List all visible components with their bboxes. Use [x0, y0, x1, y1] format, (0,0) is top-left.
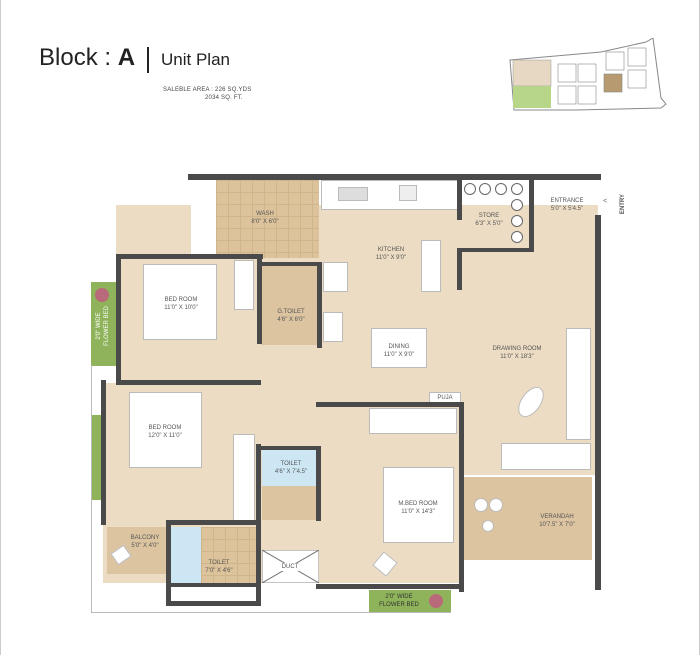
sofa-icon	[501, 443, 591, 470]
wall	[257, 254, 262, 344]
wall	[166, 520, 261, 525]
toilet1-shower	[262, 450, 319, 486]
wardrobe	[233, 434, 255, 524]
guest-toilet	[261, 265, 319, 345]
bed-icon	[143, 264, 217, 340]
toilet2-floor	[201, 527, 257, 583]
storage-jar-icon	[511, 215, 523, 227]
boundary-line	[91, 612, 451, 613]
entry-label: ENTRY	[620, 193, 626, 215]
wall	[116, 254, 263, 259]
storage-jar-icon	[511, 231, 523, 243]
bathtub-icon	[171, 527, 201, 583]
storage-jar-icon	[479, 183, 491, 195]
wash-area	[216, 180, 319, 258]
wall	[316, 402, 463, 407]
wall	[595, 215, 601, 590]
entry-arrow-icon: <	[602, 198, 608, 205]
table-icon	[482, 520, 494, 532]
kitchen-side-counter	[421, 240, 441, 292]
wardrobe	[369, 408, 457, 434]
wall	[457, 248, 534, 252]
area-sq-yds: 226	[215, 87, 226, 93]
bed-icon	[383, 467, 454, 543]
wall	[457, 248, 462, 290]
block-label: Block :	[39, 44, 118, 71]
plant-icon	[429, 594, 443, 608]
wall	[529, 180, 534, 250]
wall	[101, 380, 106, 525]
verandah-area	[464, 477, 592, 560]
wall	[166, 520, 171, 606]
chair-icon	[489, 498, 503, 512]
block-name: A	[117, 44, 136, 71]
boundary-line	[91, 365, 92, 613]
fridge	[323, 262, 348, 292]
wall	[316, 584, 463, 589]
storage-jar-icon	[511, 199, 523, 211]
duct-label: DUCT	[281, 563, 299, 571]
wall	[459, 402, 464, 592]
unit-sq-ft: SQ. FT.	[221, 95, 243, 101]
wall	[317, 262, 322, 348]
puja-label: PUJA	[437, 395, 453, 401]
title-divider	[147, 47, 149, 73]
plan-title: Unit Plan	[161, 50, 230, 69]
dining-table-icon	[371, 328, 427, 368]
kitchen-counter	[321, 180, 458, 210]
wall	[166, 601, 261, 606]
wall	[256, 446, 321, 450]
area-label: SALEBLE AREA :	[163, 87, 214, 93]
wash-basin-icon	[323, 312, 343, 342]
planter-strip	[91, 415, 103, 500]
storage-jar-icon	[511, 183, 523, 195]
wall	[316, 446, 321, 521]
storage-jar-icon	[464, 183, 476, 195]
wall	[116, 380, 261, 385]
wall	[188, 174, 601, 180]
shaft	[191, 180, 216, 255]
storage-jar-icon	[495, 183, 507, 195]
wall	[166, 583, 261, 587]
area-sq-ft: 2034	[205, 95, 220, 101]
unit-sq-yds: SQ.YDS	[227, 87, 252, 93]
wardrobe	[234, 260, 254, 310]
wall	[257, 262, 321, 266]
sofa-icon	[566, 328, 591, 440]
saleable-area-sqft: 2034 SQ. FT.	[205, 95, 243, 101]
sink-icon	[338, 187, 368, 201]
chair-icon	[474, 498, 488, 512]
site-key-plan	[509, 38, 667, 111]
plant-icon	[95, 288, 109, 302]
bed-icon	[129, 392, 202, 468]
saleable-area: SALEBLE AREA : 226 SQ.YDS	[163, 87, 251, 93]
stove-icon	[399, 185, 417, 201]
wall	[457, 180, 462, 220]
toilet1-floor	[262, 486, 319, 520]
wall	[116, 254, 121, 384]
block-title: Block : A	[39, 44, 135, 72]
